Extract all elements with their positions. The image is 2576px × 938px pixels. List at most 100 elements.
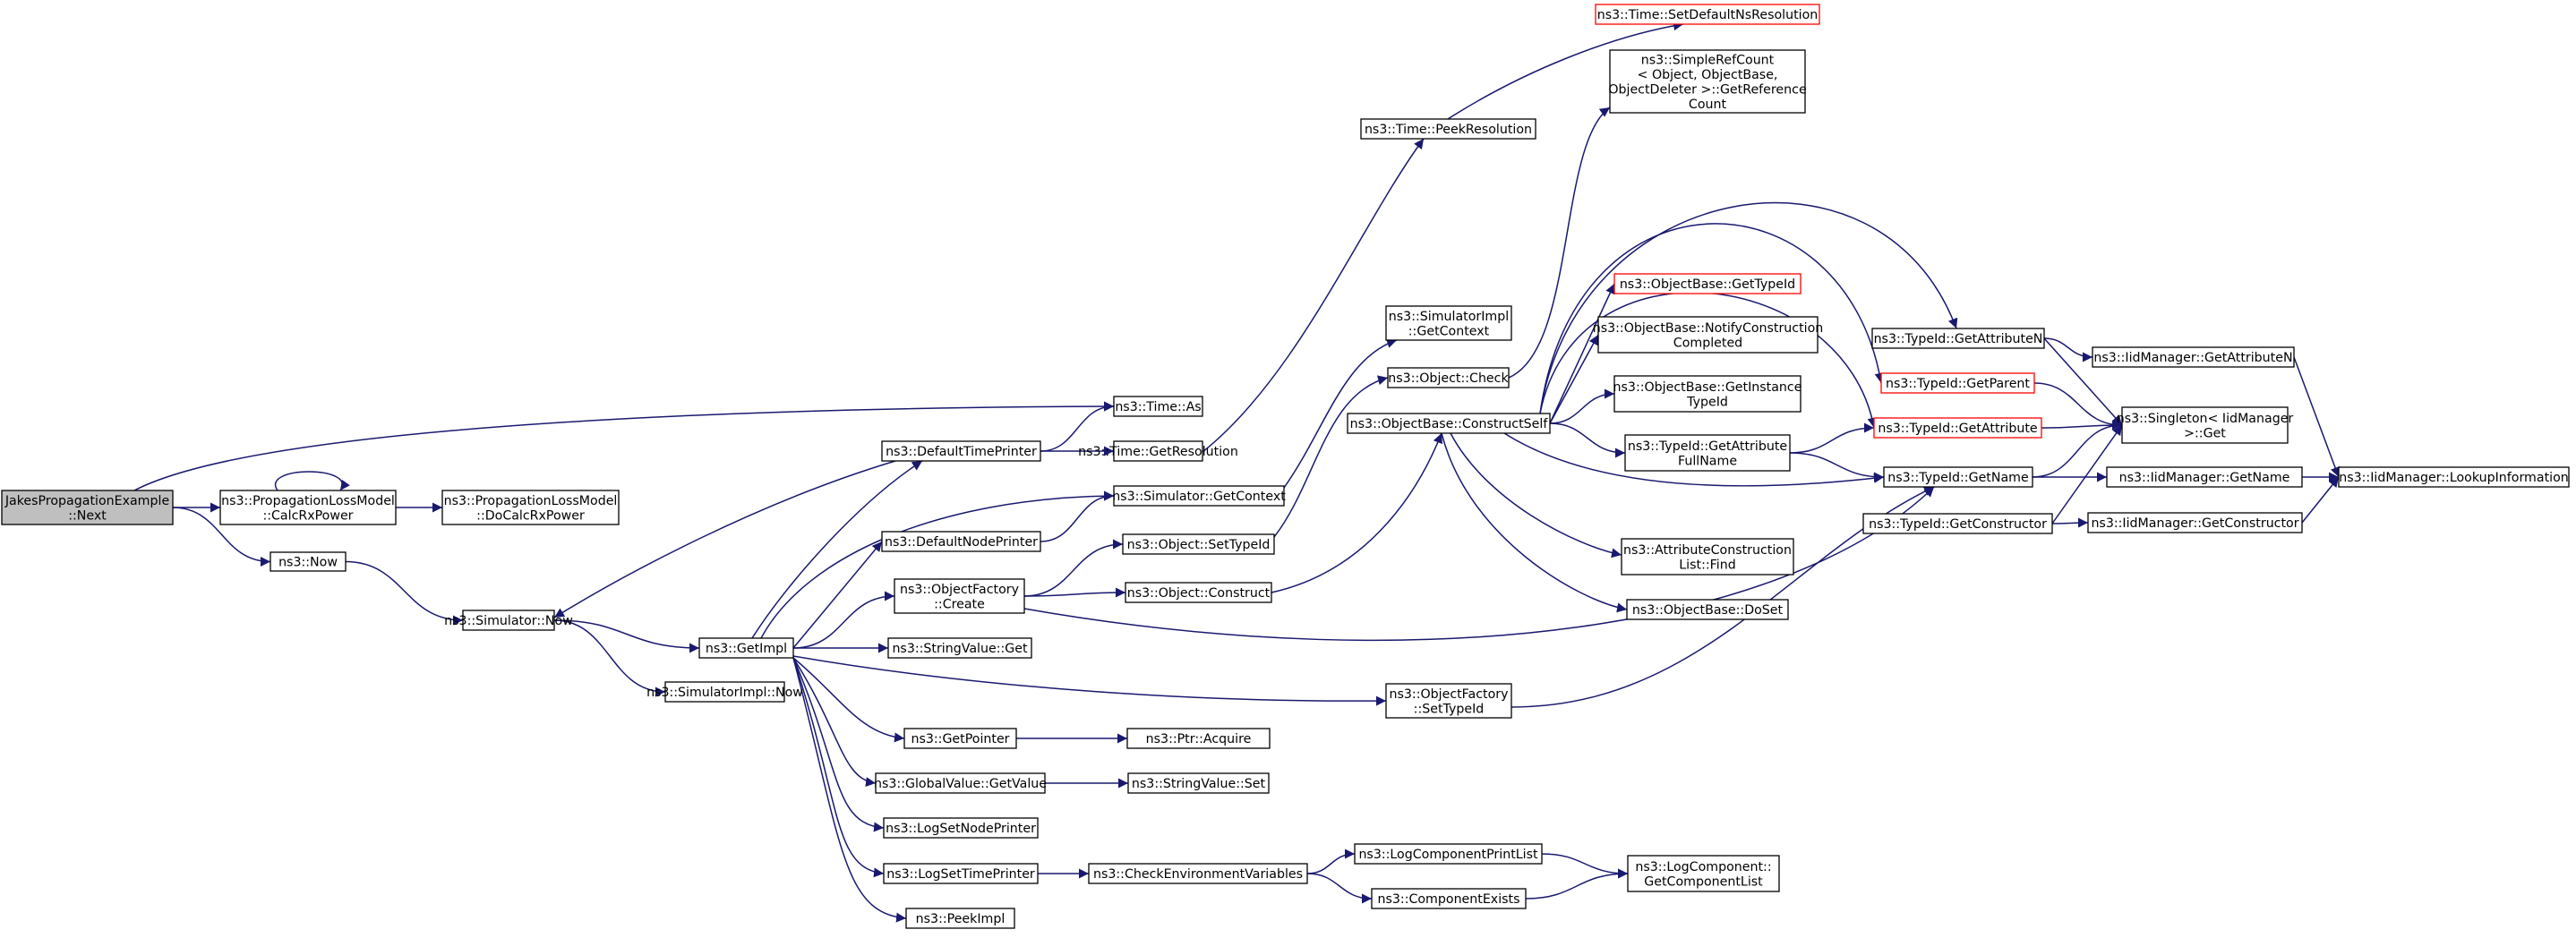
node-label-line: ns3::LogSetNodePrinter: [886, 822, 1036, 836]
node-lcgetlist[interactable]: ns3::LogComponent::GetComponentList: [1627, 855, 1780, 892]
edge-ocs-to-tidgetname: [1503, 432, 1885, 487]
edge-getimpl-to-simgetctx: [760, 490, 1115, 639]
node-logsettime[interactable]: ns3::LogSetTimePrinter: [883, 863, 1039, 884]
node-simnow[interactable]: ns3::Simulator::Now: [444, 610, 573, 631]
node-box: [2106, 466, 2303, 488]
node-timeas[interactable]: ns3::Time::As: [1113, 396, 1203, 417]
edge-objsettypeid-to-objcheck: [1273, 375, 1389, 538]
node-iidgetctor[interactable]: ns3::IidManager::GetConstructor: [2087, 512, 2303, 533]
node-tidgetattr[interactable]: ns3::TypeId::GetAttribute: [1873, 417, 2042, 439]
edge-objfactcreate-to-objsettypeid: [1023, 539, 1124, 597]
node-label-line: ns3::GlobalValue::GetValue: [874, 777, 1047, 791]
node-ocs[interactable]: ns3::ObjectBase::ConstructSelf: [1347, 413, 1551, 434]
node-timegetres[interactable]: ns3::Time::GetResolution: [1078, 440, 1238, 462]
node-ofsettypeid[interactable]: ns3::ObjectFactory::SetTypeId: [1385, 683, 1512, 719]
node-objconstruct[interactable]: ns3::Object::Construct: [1125, 582, 1272, 603]
node-label-line: < Object, ObjectBase,: [1638, 68, 1778, 82]
node-label-line: ns3::IidManager::LookupInformation: [2339, 471, 2569, 485]
node-box: [1609, 49, 1806, 114]
node-root[interactable]: JakesPropagationExample::Next: [1, 490, 174, 525]
node-iidlookup[interactable]: ns3::IidManager::LookupInformation: [2338, 466, 2570, 488]
node-compexists[interactable]: ns3::ComponentExists: [1371, 888, 1527, 909]
node-docalc[interactable]: ns3::PropagationLossModel::DoCalcRxPower: [441, 490, 620, 525]
node-gvgetvalue[interactable]: ns3::GlobalValue::GetValue: [874, 772, 1047, 794]
node-iidgetname[interactable]: ns3::IidManager::GetName: [2106, 466, 2303, 488]
node-timesetdef[interactable]: ns3::Time::SetDefaultNsResolution: [1595, 4, 1820, 25]
edge-tidgetctor-to-singleton: [2051, 424, 2123, 524]
node-defnodeprinter[interactable]: ns3::DefaultNodePrinter: [881, 531, 1041, 552]
edge-ocs-to-tidgetparent: [1539, 223, 1885, 414]
node-timepeekres[interactable]: ns3::Time::PeekResolution: [1360, 118, 1536, 140]
edge-getimpl-to-logsetnode: [792, 657, 885, 832]
node-label-line: ns3::Object::Construct: [1127, 586, 1271, 601]
node-label-line: ns3::TypeId::GetName: [1887, 471, 2028, 485]
node-box: [1613, 375, 1801, 413]
node-box: [1360, 118, 1536, 140]
node-label-line: ns3::ObjectBase::DoSet: [1632, 603, 1784, 618]
node-tidgetctor[interactable]: ns3::TypeId::GetConstructor: [1862, 513, 2053, 534]
node-simimplnow[interactable]: ns3::SimulatorImpl::Now: [646, 681, 803, 703]
node-checkenv[interactable]: ns3::CheckEnvironmentVariables: [1088, 863, 1308, 884]
node-box: [1621, 538, 1794, 576]
edge-timepeekres-to-timesetdef: [1447, 21, 1684, 120]
edge-getimpl-to-objfactcreate: [792, 591, 895, 649]
node-simgetctx[interactable]: ns3::Simulator::GetContext: [1112, 485, 1286, 507]
node-box: [903, 728, 1017, 749]
node-label-line: FullName: [1678, 454, 1737, 468]
node-strget[interactable]: ns3::StringValue::Get: [887, 637, 1032, 659]
node-box: [1, 490, 174, 525]
node-strset[interactable]: ns3::StringValue::Set: [1127, 772, 1270, 794]
edge-tidgetattrfull-to-tidgetname: [1789, 452, 1885, 482]
node-label-line: ns3::IidManager::GetAttributeN: [2093, 351, 2292, 365]
node-obgettypeid[interactable]: ns3::ObjectBase::GetTypeId: [1613, 273, 1801, 294]
node-obdoset[interactable]: ns3::ObjectBase::DoSet: [1626, 599, 1789, 620]
node-logsetnode[interactable]: ns3::LogSetNodePrinter: [883, 817, 1039, 839]
edge-getimpl-to-logsettime: [792, 657, 885, 878]
edge-defnodeprinter-to-simgetctx: [1040, 490, 1115, 542]
node-obnotify[interactable]: ns3::ObjectBase::NotifyConstructionCompl…: [1593, 316, 1824, 354]
node-now[interactable]: ns3::Now: [270, 551, 347, 572]
node-objsettypeid[interactable]: ns3::Object::SetTypeId: [1122, 533, 1275, 555]
edge-simgetctx-to-simimplgetctx: [1283, 338, 1398, 489]
edge-deftimeprinter-to-simnow: [553, 460, 896, 618]
node-label-line: Count: [1689, 98, 1727, 112]
node-simimplgetctx[interactable]: ns3::SimulatorImpl::GetContext: [1385, 305, 1512, 341]
edge-iidgetctor-to-iidlookup: [2301, 476, 2340, 524]
node-singleton[interactable]: ns3::Singleton< IidManager>::Get: [2117, 406, 2294, 444]
node-iidgetattrn[interactable]: ns3::IidManager::GetAttributeN: [2092, 346, 2295, 368]
node-label-line: ns3::SimpleRefCount: [1641, 53, 1775, 67]
node-objcheck[interactable]: ns3::Object::Check: [1387, 367, 1510, 388]
node-peekimpl[interactable]: ns3::PeekImpl: [905, 908, 1015, 929]
node-deftimeprinter[interactable]: ns3::DefaultTimePrinter: [881, 440, 1041, 462]
node-box: [1385, 683, 1512, 719]
node-box: [1126, 728, 1271, 749]
node-ptracquire[interactable]: ns3::Ptr::Acquire: [1126, 728, 1271, 749]
node-box: [883, 817, 1039, 839]
node-box: [219, 490, 397, 525]
node-label-line: JakesPropagationExample: [4, 494, 169, 508]
node-getimpl[interactable]: ns3::GetImpl: [698, 637, 794, 659]
edge-tidgetattrn-to-singleton: [2043, 337, 2123, 426]
node-objfactcreate[interactable]: ns3::ObjectFactory::Create: [894, 578, 1025, 614]
node-label-line: ns3::ObjectBase::GetTypeId: [1620, 277, 1795, 292]
node-label-line: ::CalcRxPower: [262, 508, 353, 523]
node-simplerefcount[interactable]: ns3::SimpleRefCount< Object, ObjectBase,…: [1608, 49, 1807, 114]
node-tidgetattrn[interactable]: ns3::TypeId::GetAttributeN: [1871, 328, 2045, 349]
node-box: [1627, 855, 1780, 892]
node-getpointer[interactable]: ns3::GetPointer: [903, 728, 1017, 749]
node-calcrx[interactable]: ns3::PropagationLossModel::CalcRxPower: [219, 490, 397, 525]
node-label-line: ns3::TypeId::GetAttribute: [1628, 439, 1787, 454]
node-label-line: ns3::SimulatorImpl::Now: [646, 686, 803, 700]
node-label-line: ns3::StringValue::Set: [1132, 777, 1266, 791]
node-tidgetname[interactable]: ns3::TypeId::GetName: [1883, 466, 2033, 488]
node-box: [2087, 512, 2303, 533]
edge-tidgetattr-to-singleton: [2041, 420, 2123, 431]
node-box: [1597, 316, 1819, 354]
node-box: [270, 551, 347, 572]
node-tidgetparent[interactable]: ns3::TypeId::GetParent: [1880, 372, 2035, 394]
node-logcompprint[interactable]: ns3::LogComponentPrintList: [1354, 843, 1543, 865]
